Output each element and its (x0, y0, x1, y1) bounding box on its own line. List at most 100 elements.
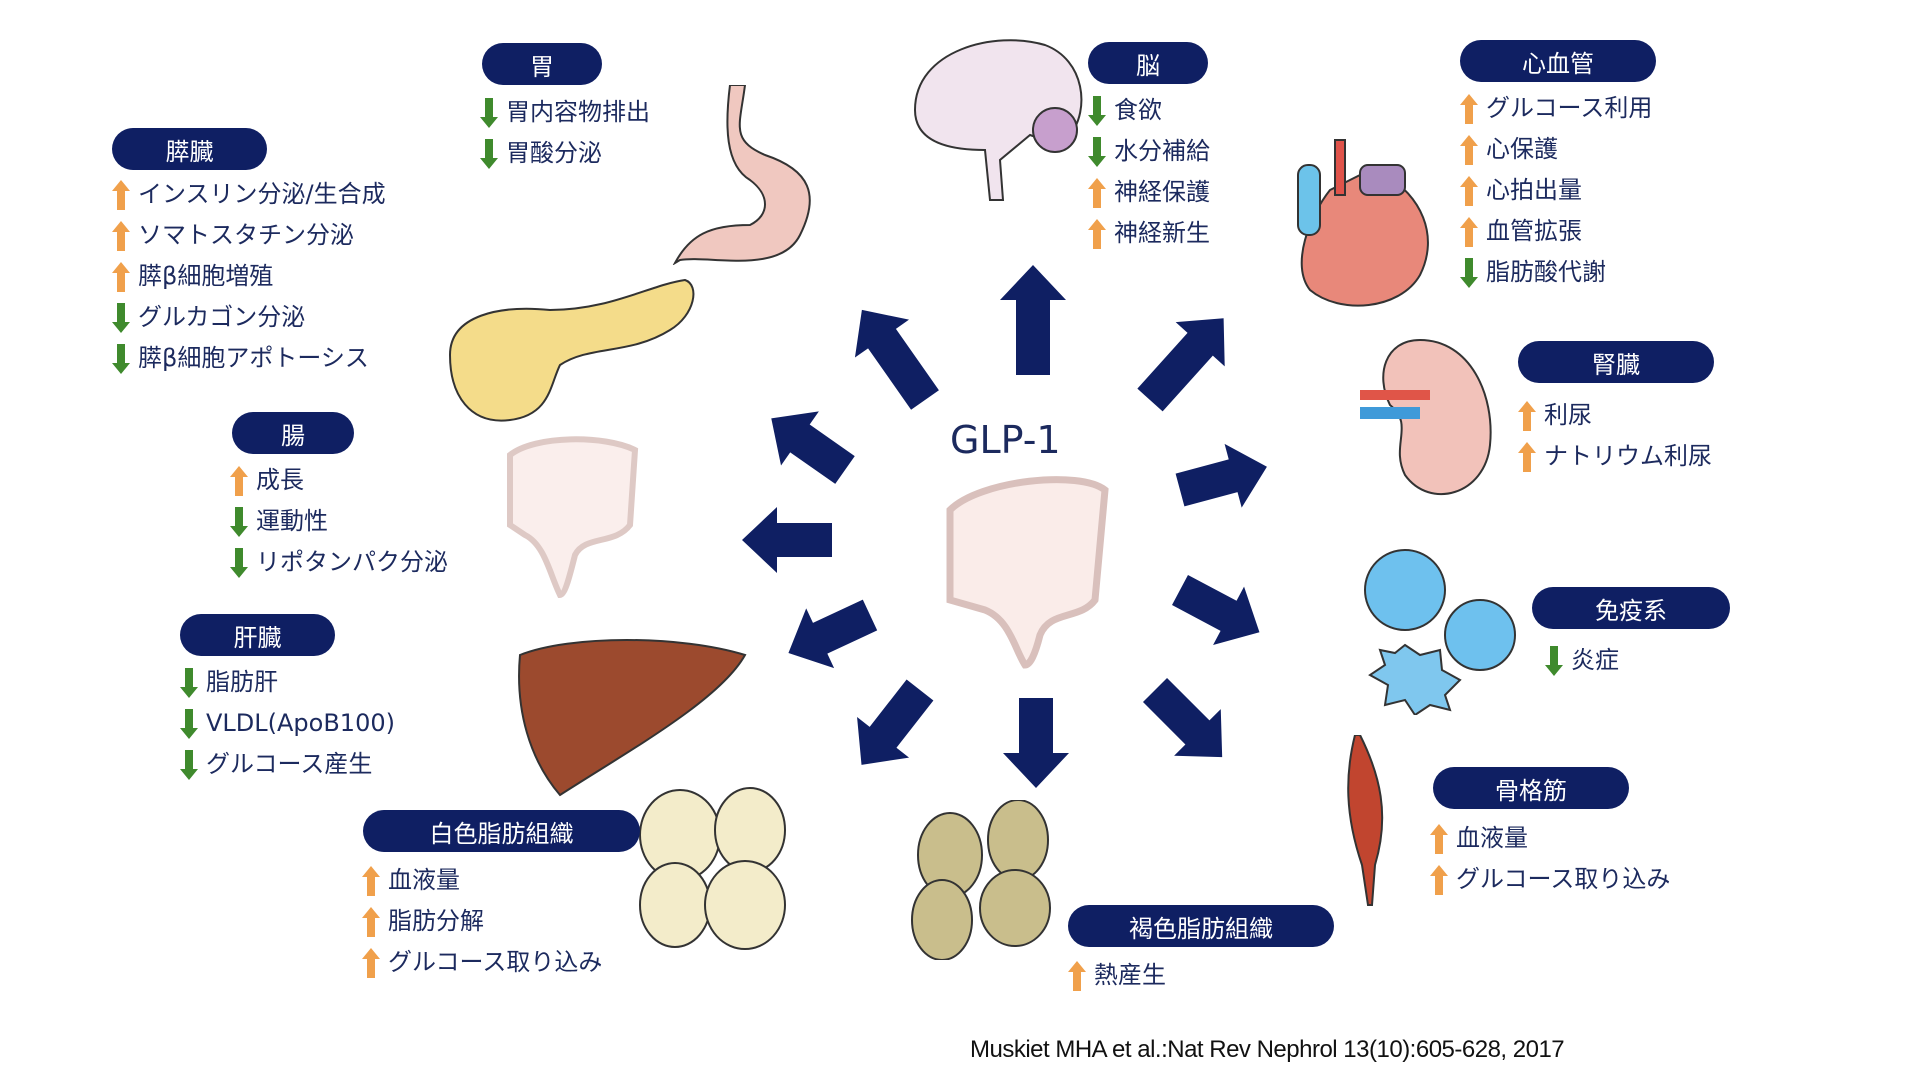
effect-text: 食欲 (1114, 96, 1162, 124)
intestine-title: 腸 (232, 412, 354, 454)
cardiovascular-title: 心血管 (1460, 40, 1656, 82)
down-arrow-icon (1088, 136, 1106, 167)
down-arrow-icon (480, 138, 498, 169)
effect-item: グルカゴン分泌 (112, 297, 386, 338)
down-arrow-icon (1088, 95, 1106, 126)
up-arrow-icon (1068, 960, 1086, 991)
effect-text: グルコース取り込み (1456, 865, 1671, 893)
down-arrow-icon (180, 749, 198, 780)
effect-item: 運動性 (230, 501, 448, 542)
arrow-to-intestine (742, 507, 832, 573)
effect-item: 水分補給 (1088, 131, 1210, 172)
arrow-to-stomach (854, 309, 939, 410)
effect-item: 神経保護 (1088, 172, 1210, 213)
arrow-to-immune (1172, 574, 1260, 645)
up-arrow-icon (362, 906, 380, 937)
cardiovascular-effects: グルコース利用 心保護 心拍出量 血管拡張 脂肪酸代謝 (1460, 88, 1652, 293)
brown-adipose-title: 褐色脂肪組織 (1068, 905, 1334, 947)
skeletal-muscle-illustration (1347, 735, 1384, 906)
white-adipose-illustration (639, 787, 786, 950)
heart-illustration (1297, 139, 1429, 307)
effect-item: グルコース取り込み (362, 942, 602, 983)
effect-item: 心保護 (1460, 129, 1652, 170)
up-arrow-icon (1460, 93, 1478, 124)
brown-adipose-illustration (911, 800, 1051, 960)
effect-text: 水分補給 (1114, 137, 1210, 165)
down-arrow-icon (1460, 257, 1478, 288)
brain-illustration (913, 39, 1083, 201)
skeletal-muscle-title: 骨格筋 (1433, 767, 1629, 809)
up-arrow-icon (230, 465, 248, 496)
effect-text: インスリン分泌/生合成 (138, 180, 386, 208)
effect-text: 利尿 (1544, 401, 1592, 429)
effect-text: 運動性 (256, 507, 328, 535)
effect-text: 脂肪肝 (206, 668, 278, 696)
effect-item: グルコース取り込み (1430, 859, 1670, 900)
kidney-effects: 利尿 ナトリウム利尿 (1518, 395, 1712, 477)
effect-text: グルカゴン分泌 (138, 303, 306, 331)
down-arrow-icon (112, 302, 130, 333)
white-adipose-effects: 血液量 脂肪分解 グルコース取り込み (362, 860, 602, 983)
up-arrow-icon (1460, 216, 1478, 247)
arrow-to-brain (1000, 265, 1066, 375)
effect-text: 神経保護 (1114, 178, 1210, 206)
immune-title: 免疫系 (1532, 587, 1730, 629)
pancreas-title: 膵臓 (112, 128, 267, 170)
brain-effects: 食欲 水分補給 神経保護 神経新生 (1088, 90, 1210, 254)
effect-text: 炎症 (1571, 646, 1619, 674)
down-arrow-icon (1545, 645, 1563, 676)
effect-text: 神経新生 (1114, 219, 1210, 247)
effect-item: 脂肪酸代謝 (1460, 252, 1652, 293)
intestine-effects: 成長 運動性 リポタンパク分泌 (230, 460, 448, 583)
effect-item: 神経新生 (1088, 213, 1210, 254)
effect-item: 心拍出量 (1460, 170, 1652, 211)
effect-item: 食欲 (1088, 90, 1210, 131)
up-arrow-icon (112, 261, 130, 292)
effect-item: 膵β細胞アポトーシス (112, 338, 386, 379)
effect-text: 心保護 (1486, 135, 1558, 163)
effect-text: 心拍出量 (1486, 176, 1582, 204)
effect-item: 血液量 (362, 860, 602, 901)
arrow-to-brown-adipose (1003, 698, 1069, 788)
arrow-to-pancreas (771, 411, 855, 484)
stomach-illustration (672, 85, 811, 265)
stomach-effects: 胃内容物排出 胃酸分泌 (480, 92, 650, 174)
effect-text: リポタンパク分泌 (256, 548, 448, 576)
intestine-illustration-center (946, 476, 1109, 669)
up-arrow-icon (1430, 864, 1448, 895)
down-arrow-icon (230, 547, 248, 578)
intestine-illustration-small (507, 436, 639, 599)
up-arrow-icon (1088, 218, 1106, 249)
effect-text: ソマトスタチン分泌 (138, 221, 354, 249)
effect-text: 血管拡張 (1486, 217, 1582, 245)
up-arrow-icon (1460, 134, 1478, 165)
immune-cells-illustration (1364, 549, 1516, 715)
liver-effects: 脂肪肝 VLDL(ApoB100) グルコース産生 (180, 662, 395, 785)
liver-title: 肝臓 (180, 614, 335, 656)
effect-text: 脂肪酸代謝 (1486, 258, 1606, 286)
up-arrow-icon (1088, 177, 1106, 208)
pancreas-effects: インスリン分泌/生合成 ソマトスタチン分泌 膵β細胞増殖 グルカゴン分泌 膵β細… (112, 174, 386, 379)
down-arrow-icon (480, 97, 498, 128)
down-arrow-icon (180, 708, 198, 739)
effect-item: リポタンパク分泌 (230, 542, 448, 583)
effect-item: インスリン分泌/生合成 (112, 174, 386, 215)
effect-text: グルコース産生 (206, 750, 373, 778)
up-arrow-icon (1518, 400, 1536, 431)
effect-item: 胃内容物排出 (480, 92, 650, 133)
effect-item: 血管拡張 (1460, 211, 1652, 252)
effect-text: 膵β細胞増殖 (138, 262, 274, 290)
up-arrow-icon (112, 179, 130, 210)
skeletal-muscle-effects: 血液量 グルコース取り込み (1430, 818, 1670, 900)
down-arrow-icon (230, 506, 248, 537)
effect-text: グルコース取り込み (388, 948, 603, 976)
effect-text: 熱産生 (1094, 961, 1166, 989)
effect-item: グルコース利用 (1460, 88, 1652, 129)
effect-item: 脂肪分解 (362, 901, 602, 942)
white-adipose-title: 白色脂肪組織 (363, 810, 640, 852)
kidney-illustration (1360, 338, 1492, 496)
effect-item: 脂肪肝 (180, 662, 395, 703)
effect-text: グルコース利用 (1486, 94, 1653, 122)
effect-text: 血液量 (1456, 824, 1528, 852)
